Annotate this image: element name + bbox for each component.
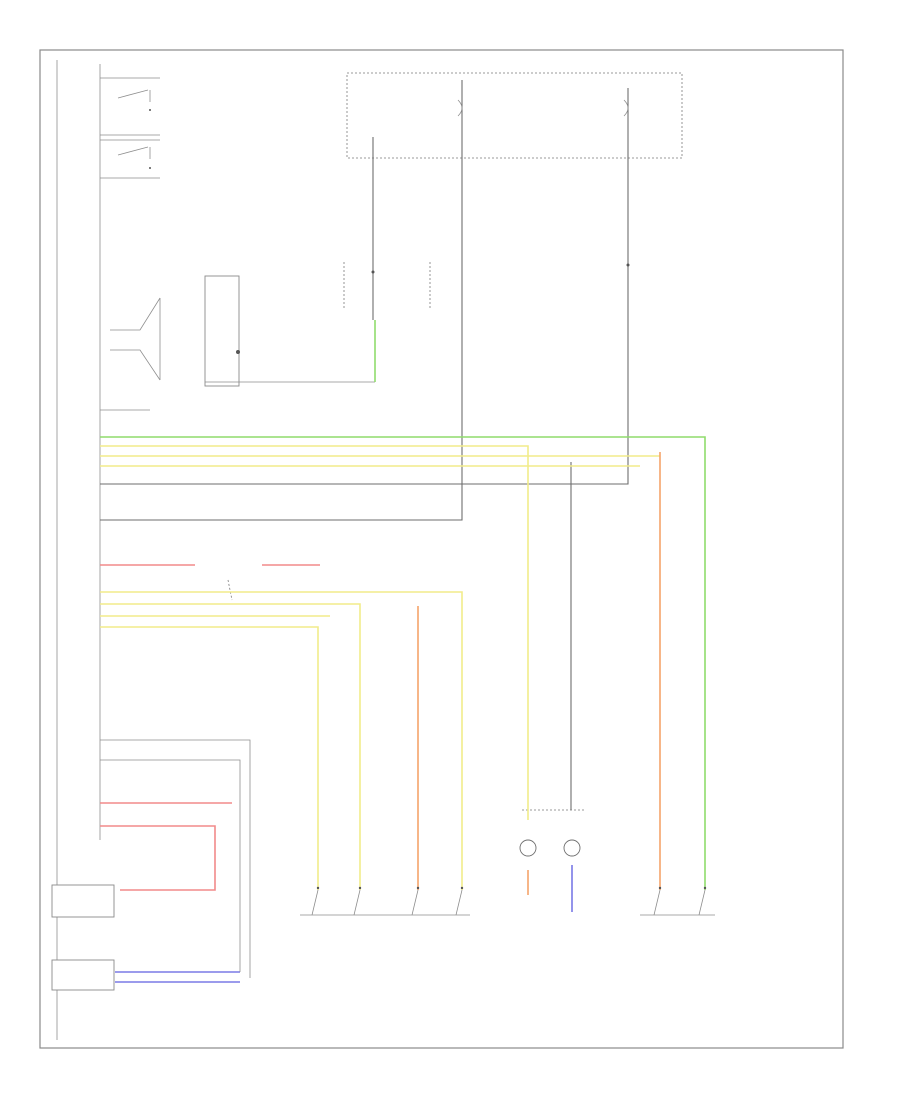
rear-sensor-box bbox=[51, 959, 115, 991]
orange-wires bbox=[417, 452, 661, 895]
column-wires bbox=[100, 137, 630, 810]
blue-wires bbox=[115, 865, 573, 983]
lock-switch-assembly bbox=[100, 275, 375, 411]
red-wires bbox=[100, 564, 320, 891]
front-sensor-box bbox=[51, 884, 115, 918]
connector-dashes bbox=[227, 262, 585, 811]
right-bulb-icon bbox=[563, 839, 581, 857]
yellow-wires bbox=[100, 445, 660, 890]
sensor-panel bbox=[51, 739, 251, 991]
diagram-border bbox=[39, 49, 844, 1049]
left-bulb-icon bbox=[519, 839, 537, 857]
fuses bbox=[457, 80, 629, 150]
harness-verticals bbox=[56, 60, 101, 1040]
bottom-switches bbox=[300, 886, 715, 916]
bulbs bbox=[519, 839, 581, 857]
fuse-box-outline bbox=[346, 72, 683, 159]
green-wire bbox=[100, 320, 706, 890]
top-left-switches bbox=[100, 77, 160, 179]
lock-motor-box bbox=[204, 275, 240, 387]
